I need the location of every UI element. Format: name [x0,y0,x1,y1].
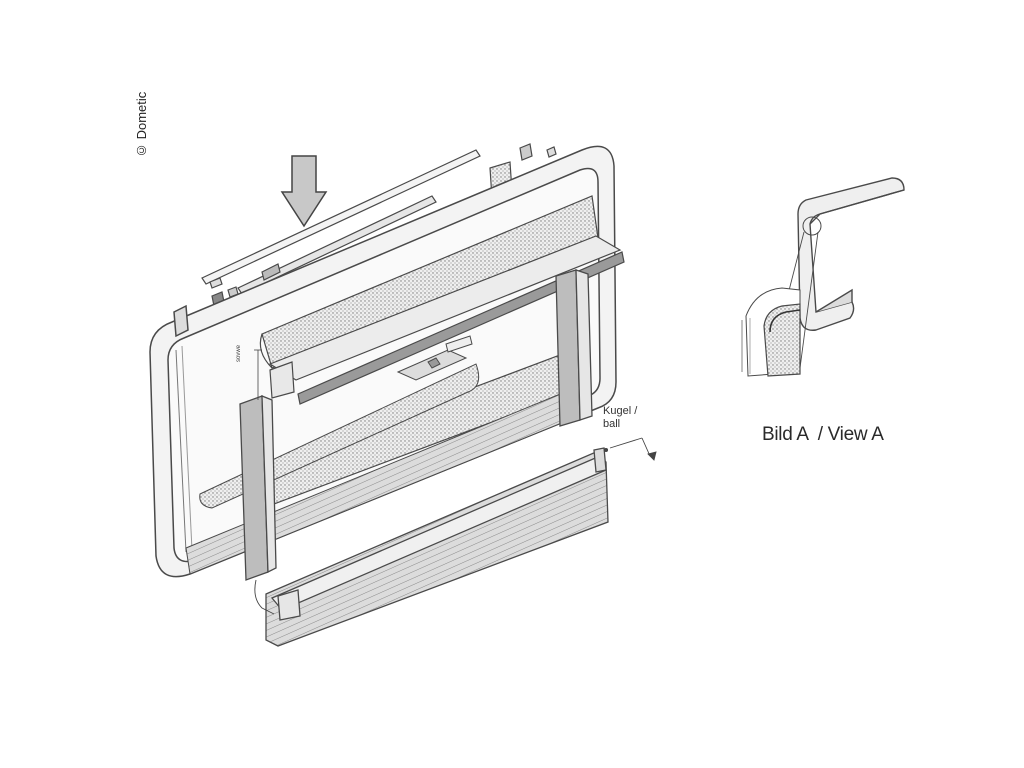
ball-callout-line-1: Kugel / [603,405,638,417]
dimension-line [254,349,262,400]
ball-callout-leader [603,437,657,461]
insert-direction-arrow [280,155,328,228]
ball-callout-label: Kugel / ball [603,405,637,431]
detail-view-a [741,177,905,377]
dimension-label: sovwe [236,344,242,362]
pull-cord [254,579,275,615]
left-side-rail [239,395,277,581]
ball-callout-line-2: ball [603,418,621,430]
copyright-notice: © Dometic [134,91,149,158]
cord-clips [396,335,473,381]
top-cassette [259,195,625,405]
detail-view-label: Bild A / View A [762,424,884,445]
bottom-pleat-cassette [265,447,609,647]
right-side-rail [555,269,593,427]
top-rails [201,143,557,307]
